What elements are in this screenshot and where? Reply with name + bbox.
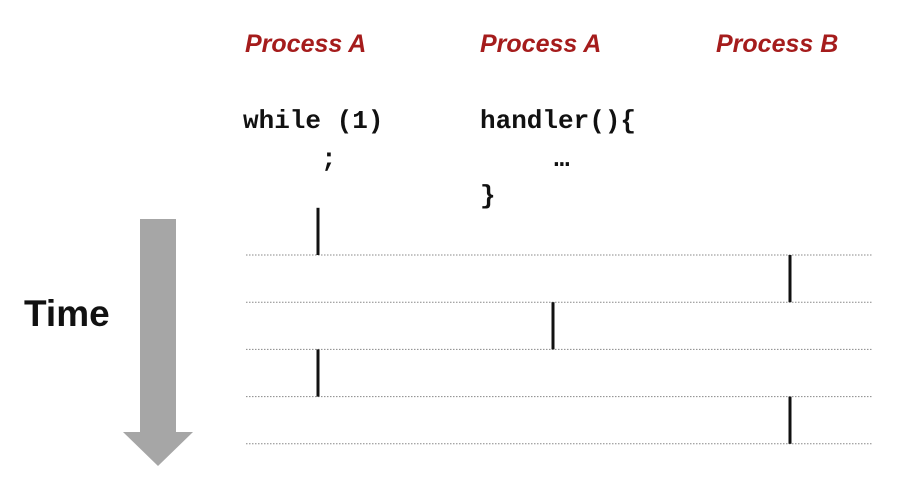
time-label: Time <box>24 293 110 334</box>
code-handler-close: } <box>480 181 496 211</box>
time-slot-dividers <box>246 254 872 445</box>
execution-segments <box>316 207 792 444</box>
code-handler-body: … <box>554 144 570 174</box>
column-header-process-a-handler: Process A <box>480 30 602 58</box>
code-handler-signature: handler(){ <box>480 106 637 136</box>
column-header-process-a-main: Process A <box>245 30 367 58</box>
time-arrow-head <box>123 432 193 466</box>
code-while-loop: while (1) <box>243 106 384 136</box>
time-arrow-shaft <box>140 219 176 433</box>
time-arrow-icon <box>123 219 193 466</box>
code-loop-body: ; <box>321 144 337 174</box>
column-header-process-b: Process B <box>716 30 839 58</box>
